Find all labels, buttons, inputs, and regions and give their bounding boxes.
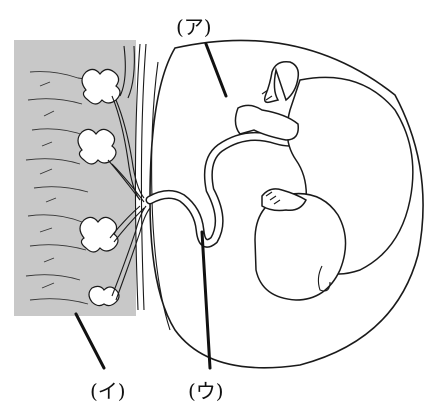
label-u: (ウ) bbox=[188, 379, 224, 403]
label-i: (イ) bbox=[90, 379, 126, 403]
fetus bbox=[235, 62, 412, 300]
label-a: (ア) bbox=[176, 15, 212, 39]
leader-u bbox=[202, 232, 210, 368]
leader-a bbox=[206, 44, 226, 96]
leader-i bbox=[76, 314, 104, 368]
